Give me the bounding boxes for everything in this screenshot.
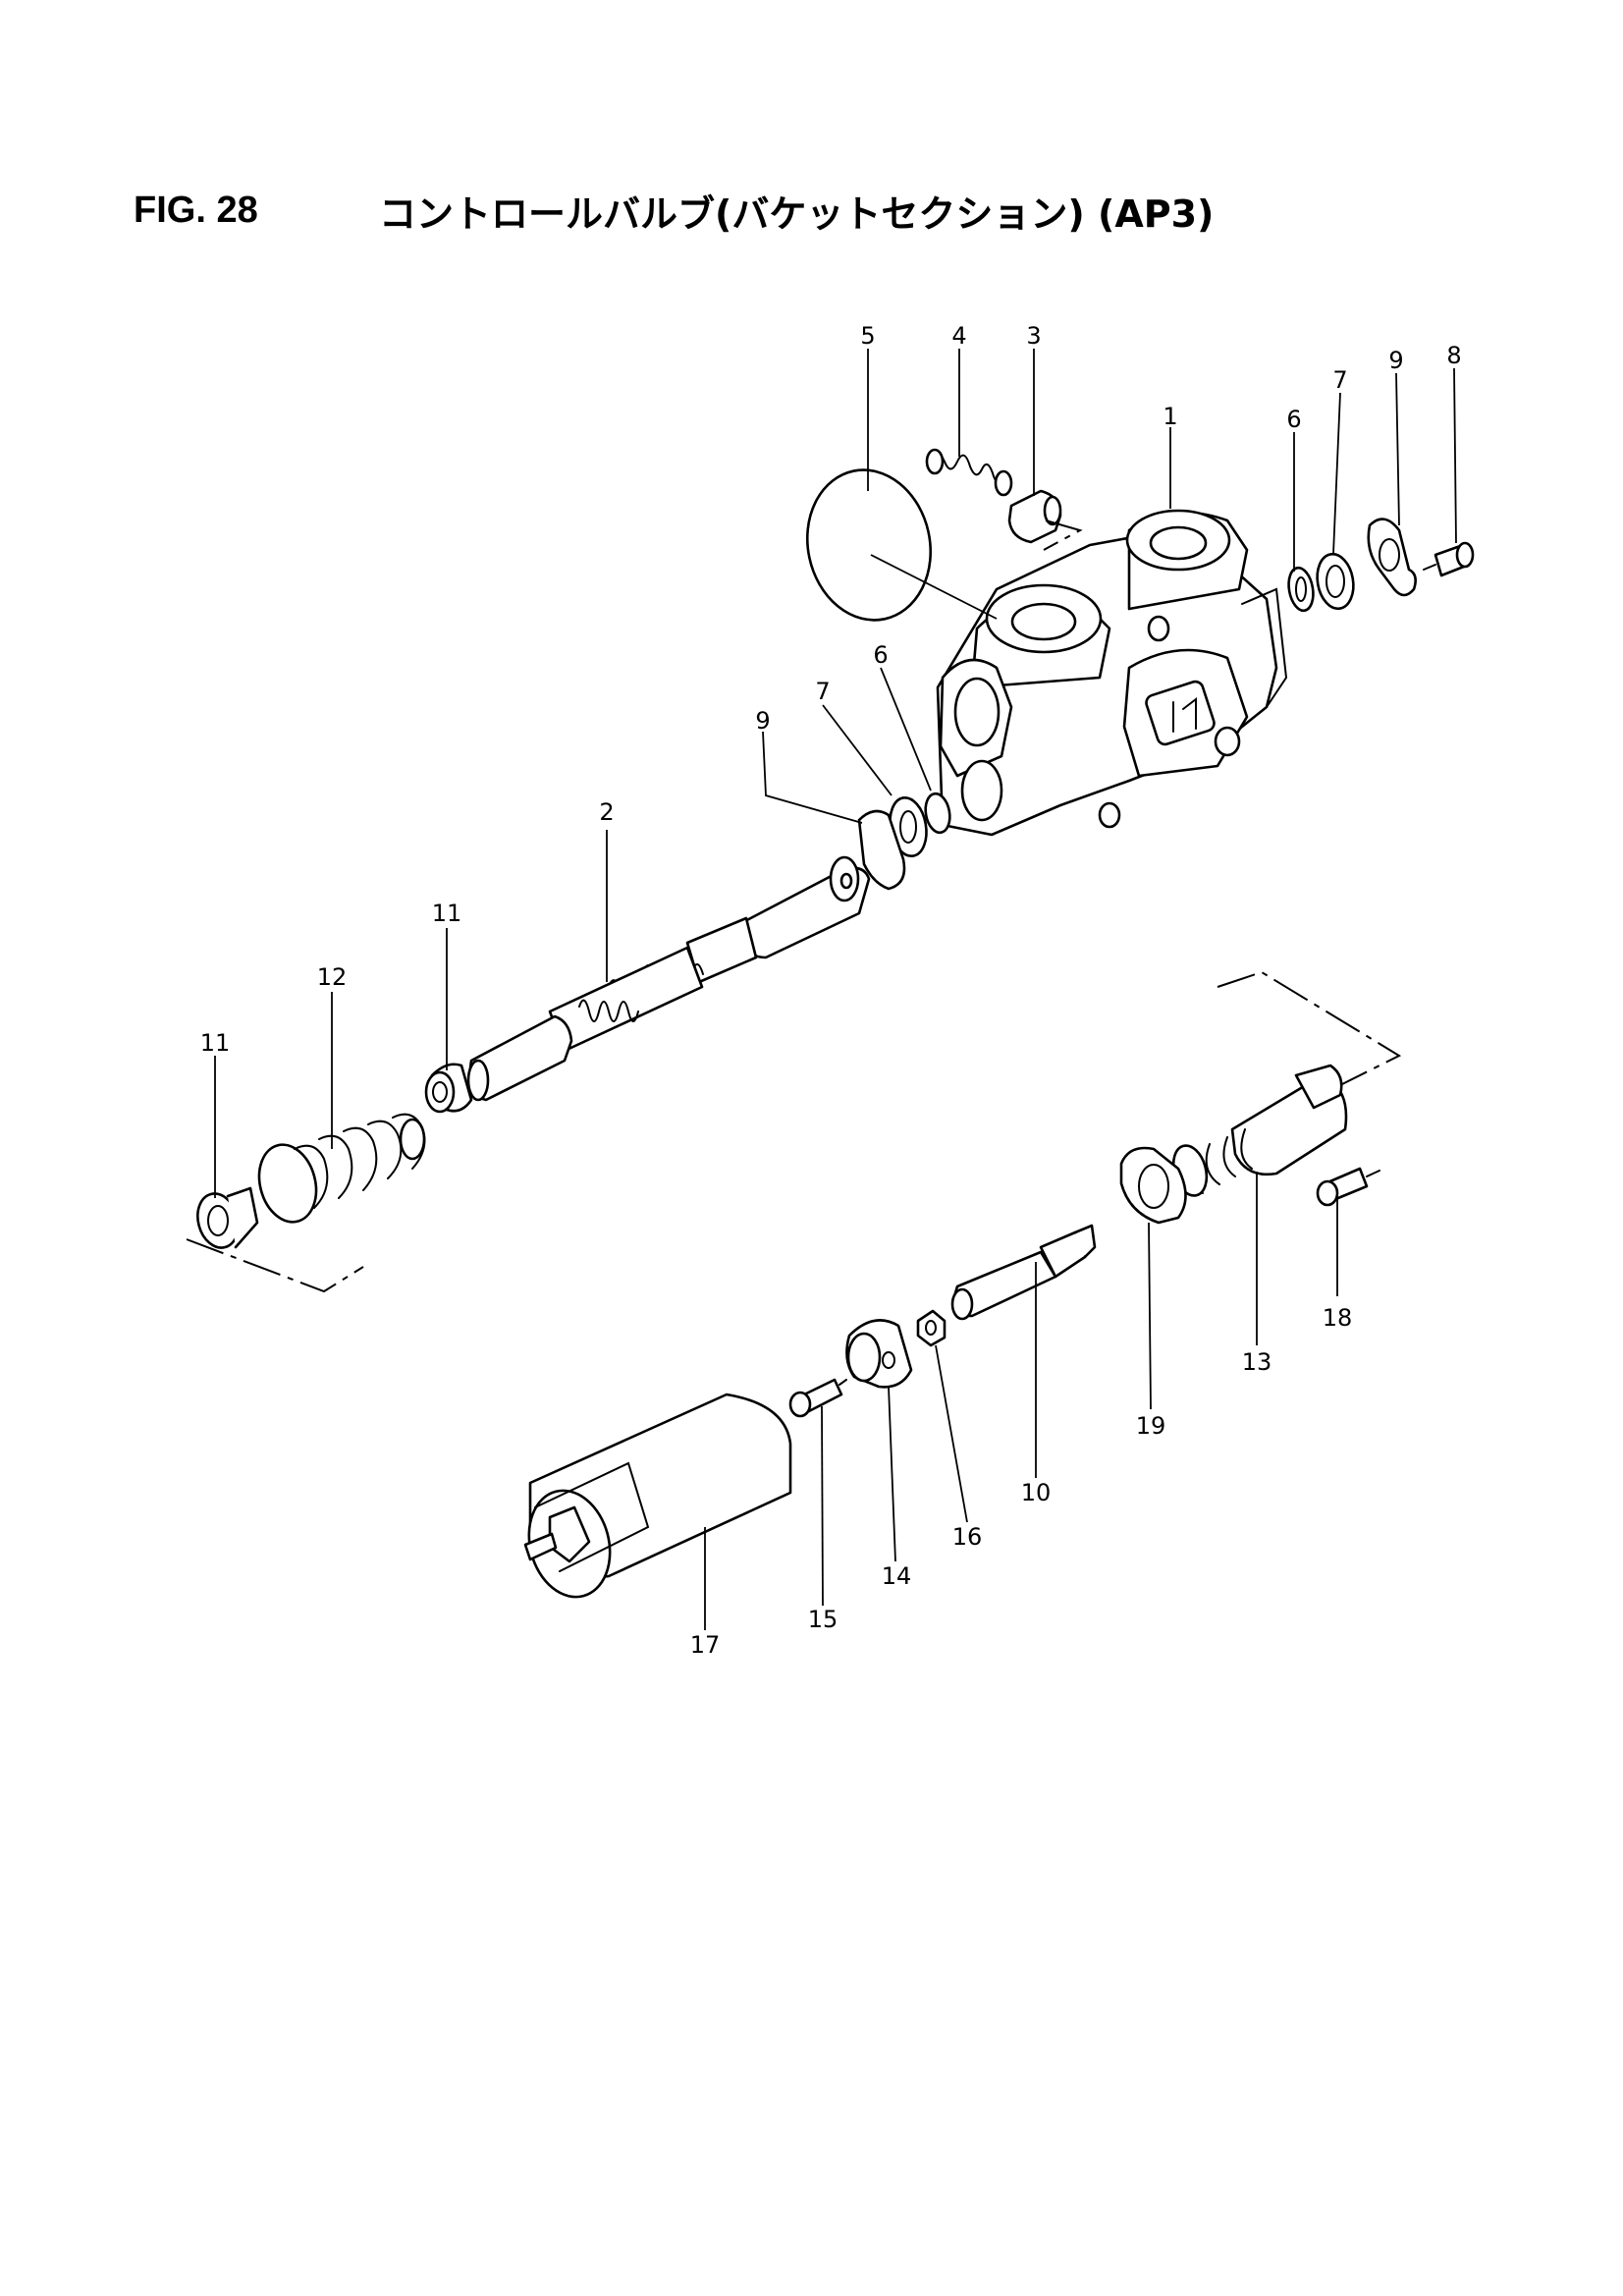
- callout-8: 8: [1446, 342, 1461, 369]
- figure-title: コントロールバルブ(バケットセクション) (AP3): [379, 191, 1215, 236]
- part-13-cap: [1171, 1064, 1348, 1197]
- callout-5: 5: [860, 322, 875, 350]
- part-10-shaft: [950, 1224, 1097, 1321]
- part-3-poppet: [1007, 489, 1062, 544]
- part-7-backup-ring-right: [1316, 552, 1355, 611]
- part-9-plate-right: [1367, 518, 1417, 597]
- callout-14: 14: [882, 1562, 912, 1590]
- callout-9-right: 9: [1388, 347, 1403, 374]
- part-6-o-ring-left: [924, 792, 951, 835]
- part-15-bolt: [788, 1378, 847, 1418]
- callout-15: 15: [808, 1606, 839, 1633]
- part-19-seal: [1119, 1146, 1187, 1225]
- part-1-valve-body: [936, 509, 1288, 837]
- part-5-cover-disk: [805, 468, 933, 622]
- part-9-plate-left: [857, 809, 906, 891]
- callout-7-right: 7: [1332, 366, 1347, 394]
- part-16-nut: [916, 1309, 947, 1347]
- figure-header: FIG. 28 コントロールバルブ(バケットセクション) (AP3): [134, 181, 1214, 240]
- callout-10: 10: [1021, 1479, 1052, 1506]
- callout-7-left: 7: [815, 678, 830, 705]
- part-14-collar: [845, 1319, 913, 1389]
- callout-19: 19: [1136, 1412, 1166, 1440]
- figure-number: FIG. 28: [134, 189, 258, 231]
- part-12-spring: [257, 1113, 426, 1224]
- part-11-retainer-upper: [424, 1063, 473, 1114]
- part-18-bolt: [1316, 1167, 1380, 1207]
- callout-2: 2: [599, 798, 614, 826]
- part-8-bolt-right: [1423, 541, 1475, 577]
- callout-6-right: 6: [1286, 406, 1301, 433]
- callout-11-lower: 11: [200, 1029, 231, 1057]
- center-line-upper-right: [1217, 970, 1402, 1086]
- callout-9-left: 9: [755, 707, 770, 735]
- callout-11-upper: 11: [432, 900, 462, 927]
- part-11-retainer-lower: [196, 1186, 259, 1249]
- callout-13: 13: [1242, 1348, 1272, 1376]
- part-4-spring: [925, 448, 1013, 497]
- part-17-cover: [523, 1393, 792, 1599]
- callout-18: 18: [1323, 1304, 1353, 1332]
- callout-16: 16: [952, 1523, 983, 1551]
- callout-labels: 1 2 3 4 5 6 6 7 7 8 9 9 10 11 11 12 13 1…: [200, 322, 1462, 1659]
- callout-6-left: 6: [873, 641, 888, 669]
- part-2-spool: [466, 855, 871, 1102]
- callout-3: 3: [1026, 322, 1041, 350]
- callout-4: 4: [951, 322, 966, 350]
- callout-12: 12: [317, 963, 348, 991]
- callout-17: 17: [690, 1631, 721, 1659]
- center-line-lower-left: [186, 1238, 364, 1293]
- center-line-top: [1043, 519, 1083, 551]
- callout-1: 1: [1163, 403, 1177, 430]
- part-6-o-ring-right: [1287, 566, 1315, 613]
- leader-lines: [214, 349, 1457, 1630]
